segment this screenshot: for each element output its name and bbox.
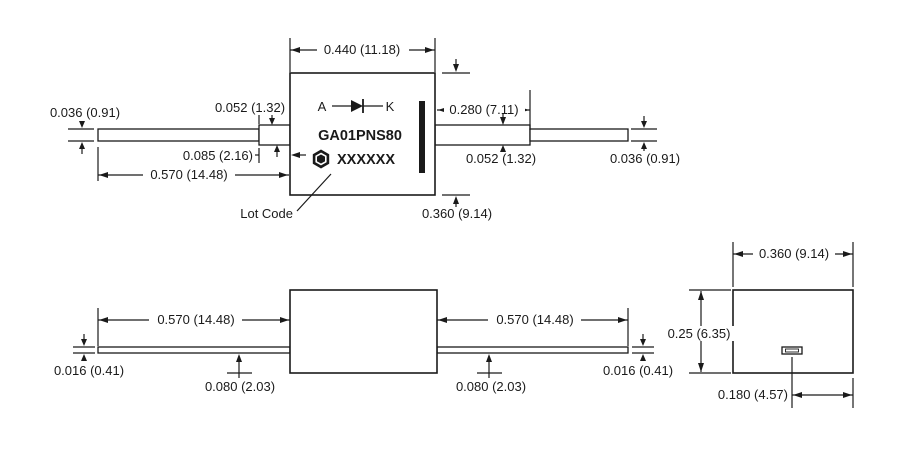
dim-body-width-end-text: 0.360 (9.14) <box>759 246 829 261</box>
dim-step-thickness-right: 0.052 (1.32) <box>466 113 536 166</box>
cathode-label: K <box>386 99 395 114</box>
dim-lead-length-left-side: 0.570 (14.48) <box>97 308 290 346</box>
lead-left-step <box>258 124 291 146</box>
hexagon-logo-icon <box>312 149 330 169</box>
side-view: 0.570 (14.48) 0.570 (14.48) 0.016 (0.41)… <box>54 289 673 394</box>
diode-symbol-icon <box>332 99 383 113</box>
dim-lead-thickness-right-top: 0.036 (0.91) <box>610 116 680 166</box>
dim-lead-center: 0.180 (4.57) <box>718 357 854 408</box>
package-body-top <box>289 72 436 196</box>
dim-lead-length-right-side: 0.570 (14.48) <box>437 308 629 346</box>
lead-cross-section <box>781 346 803 355</box>
dim-lead-offset-right: 0.080 (2.03) <box>456 354 526 394</box>
cathode-band <box>419 101 425 173</box>
dim-lead-offset-left: 0.080 (2.03) <box>205 354 275 394</box>
lot-code-leader-line <box>296 173 332 212</box>
dim-step-length-left: 0.085 (2.16) <box>183 148 306 163</box>
dim-lead-length-left-text: 0.570 (14.48) <box>150 167 227 182</box>
dim-lead-thickness-right-side-text: 0.016 (0.41) <box>603 363 673 378</box>
dim-lead-length-right-side-text: 0.570 (14.48) <box>496 312 573 327</box>
lead-left-thin <box>97 128 260 142</box>
lead-right-side <box>436 346 629 354</box>
top-view: A K GA01PNS80 XXXXXX 0.440 (11.18) 0.0 <box>50 38 680 221</box>
dim-step-length-right: 0.280 (7.11) <box>437 90 531 130</box>
dim-step-length-right-text: 0.280 (7.11) <box>449 102 518 117</box>
dim-body-height-top: 0.360 (9.14) <box>422 59 492 221</box>
dim-step-thickness-right-text: 0.052 (1.32) <box>466 151 536 166</box>
dim-lead-thickness-left-text: 0.036 (0.91) <box>50 105 120 120</box>
lead-right-thin <box>529 128 629 142</box>
lot-code-mask-text: XXXXXX <box>337 152 395 168</box>
dim-step-thickness-left-text: 0.052 (1.32) <box>215 100 285 115</box>
dim-body-height-end: 0.25 (6.35) <box>663 289 737 374</box>
dim-lead-offset-left-text: 0.080 (2.03) <box>205 379 275 394</box>
dim-body-height-end-text: 0.25 (6.35) <box>668 326 731 341</box>
dim-lead-thickness-left-side-text: 0.016 (0.41) <box>54 363 124 378</box>
package-body-end <box>732 289 854 374</box>
part-number-text: GA01PNS80 <box>318 128 402 144</box>
dim-step-thickness-left: 0.052 (1.32) <box>215 100 285 157</box>
dim-body-width-text: 0.440 (11.18) <box>324 42 400 57</box>
lead-right-step <box>434 124 531 146</box>
lead-left-side <box>97 346 291 354</box>
anode-label: A <box>318 99 327 114</box>
lead-cross-section-inner <box>785 348 799 353</box>
dim-lead-thickness-left-side: 0.016 (0.41) <box>54 334 124 378</box>
dim-step-length-left-text: 0.085 (2.16) <box>183 148 253 163</box>
dim-lead-thickness-left-top: 0.036 (0.91) <box>50 105 120 154</box>
package-body-side <box>289 289 438 374</box>
lot-code-label: Lot Code <box>240 206 293 221</box>
dim-body-width-top: 0.440 (11.18) <box>289 38 436 72</box>
dim-body-height-text: 0.360 (9.14) <box>422 206 492 221</box>
dim-lead-center-text: 0.180 (4.57) <box>718 387 788 402</box>
dim-lead-offset-right-text: 0.080 (2.03) <box>456 379 526 394</box>
dim-lead-thickness-right-side: 0.016 (0.41) <box>603 334 673 378</box>
dim-body-width-end: 0.360 (9.14) <box>732 242 854 287</box>
dim-lead-length-left-side-text: 0.570 (14.48) <box>157 312 234 327</box>
dim-lead-thickness-right-text: 0.036 (0.91) <box>610 151 680 166</box>
dim-lead-length-left-top: 0.570 (14.48) <box>97 147 289 182</box>
end-view: 0.360 (9.14) 0.25 (6.35) 0.180 (4.57) <box>663 242 854 408</box>
